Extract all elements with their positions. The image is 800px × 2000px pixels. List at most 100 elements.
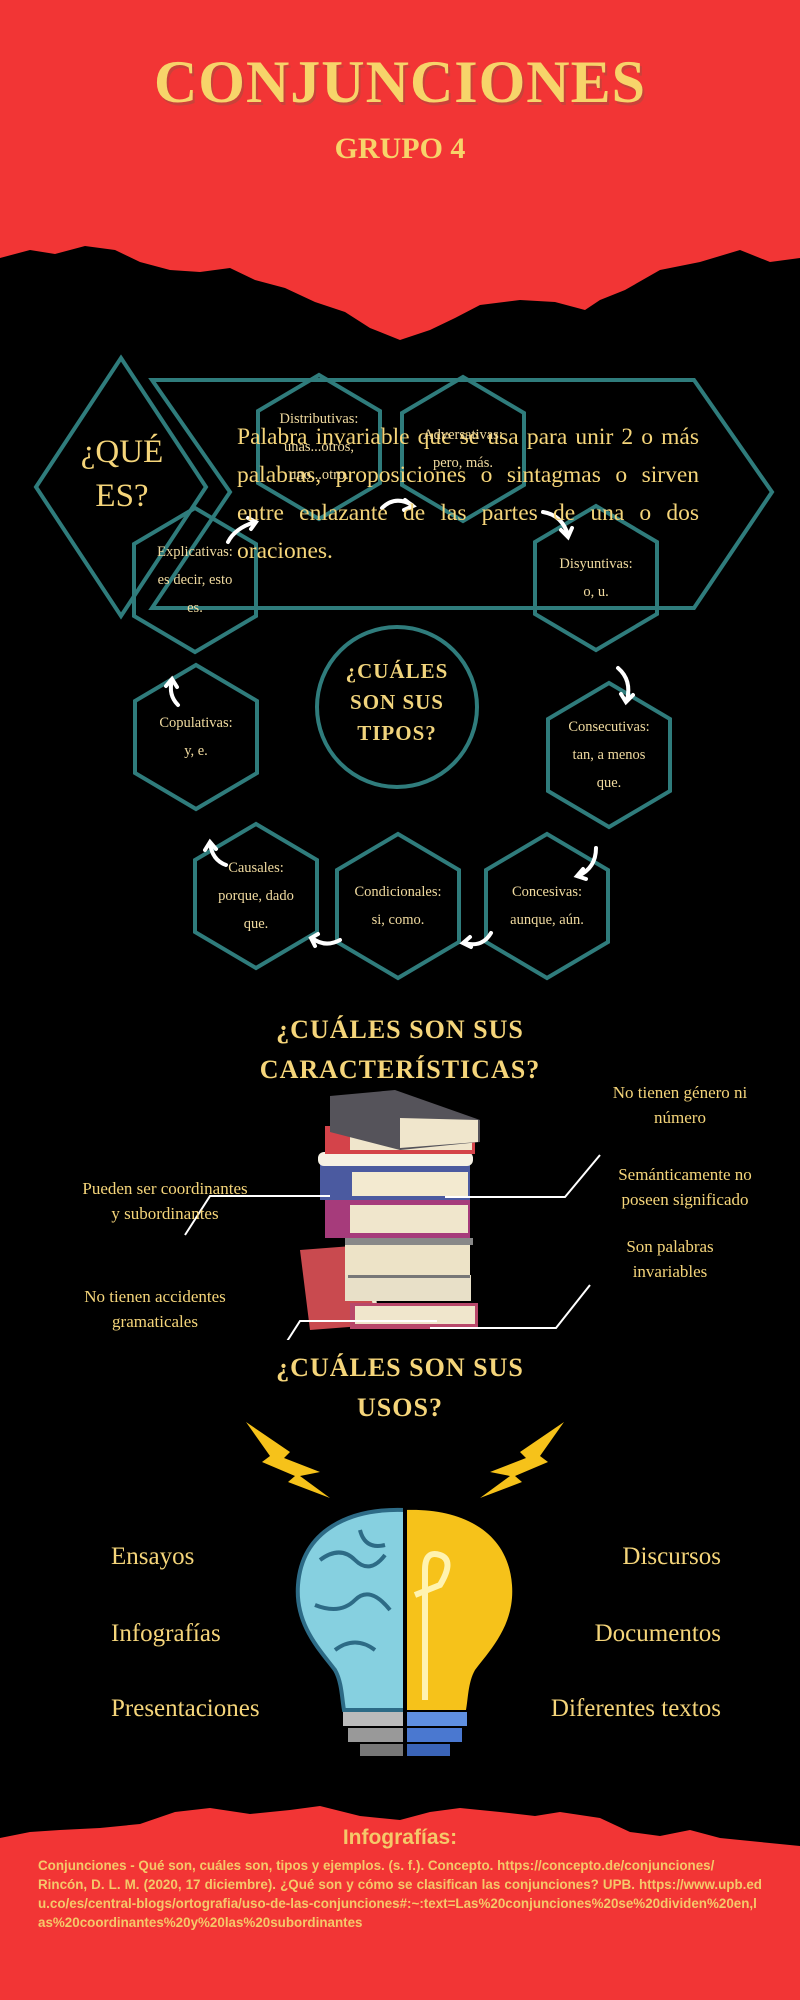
type-hexagon [256,372,382,522]
callout-lines [184,1154,601,1340]
brain-bulb-illustration [246,1422,564,1758]
type-name: Explicativas: [157,544,233,560]
type-text: Concesivas: aunque, aún. [510,878,584,934]
type-item: Copulativas: y, e. [135,667,257,807]
type-name: Consecutivas: [568,719,650,735]
type-example: y, e. [184,743,208,759]
definition-arrow-box [148,378,775,610]
type-item: Concesivas: aunque, aún. [486,836,608,976]
characteristic-line: No tienen accidentes [84,1287,226,1306]
lightning-icon [246,1422,564,1498]
type-example: o, u. [583,584,609,600]
type-example: tan, a menos [572,747,646,763]
references-list: Conjunciones - Qué son, cuáles son, tipo… [38,1856,762,1932]
characteristic-line: poseen significado [621,1190,749,1209]
definition-label: ¿QUÉ ES? [60,430,184,518]
type-item: Consecutivas: tan, a menos que. [548,685,670,825]
characteristic-line: número [654,1108,706,1127]
type-text: Consecutivas: tan, a menos que. [568,713,649,797]
characteristic-line: No tienen género ni [612,1083,748,1102]
header-red-torn-band [0,0,800,340]
type-hexagon [400,374,526,524]
type-example: pero, más. [432,455,493,471]
type-item: Distributivas: unas...otros, uno...otro. [258,377,380,517]
characteristic-item: Pueden ser coordinantes y subordinantes [50,1176,280,1226]
definition-label-line: ES? [95,478,149,514]
characteristic-line: gramaticales [112,1312,198,1331]
books-illustration [184,1090,601,1340]
page-subtitle: GRUPO 4 [334,132,466,165]
type-name: Concesivas: [511,884,583,900]
type-name: Distributivas: [279,411,359,427]
type-hexagon [193,821,319,971]
type-item: Adversativas: pero, más. [402,379,524,519]
type-name: Causales: [228,860,284,876]
use-item: Documentos [594,1620,721,1647]
type-name: Condicionales: [354,884,442,900]
reference-item: Conjunciones - Qué son, cuáles son, tipo… [38,1858,715,1873]
characteristic-line: invariables [632,1262,708,1281]
types-center-label: ¿CUÁLES SON SUS TIPOS? [327,656,467,749]
use-item: Diferentes textos [550,1695,721,1722]
characteristic-line: Semánticamente no [618,1165,752,1184]
use-item: Infografías [111,1620,221,1647]
characteristic-item: No tienen accidentes gramaticales [55,1284,255,1334]
center-line: TIPOS? [357,721,437,745]
type-hexagon [484,831,610,981]
characteristic-line: Son palabras [626,1237,714,1256]
type-example: es decir, esto [157,572,233,588]
books-stack-icon [300,1090,480,1330]
heading-line: ¿CUÁLES SON SUS [276,1353,524,1382]
use-item: Presentaciones [111,1695,260,1722]
bulb-half-icon [405,1509,513,1710]
characteristic-item: Son palabras invariables [570,1234,770,1284]
type-hexagon [335,831,461,981]
center-line: ¿CUÁLES [345,659,449,683]
heading-line: USOS? [357,1393,443,1422]
definition-label-line: ¿QUÉ [80,434,164,470]
use-item: Discursos [622,1543,721,1570]
type-name: Copulativas: [159,715,233,731]
uses-heading: ¿CUÁLES SON SUS USOS? [0,1348,800,1428]
type-text: Copulativas: y, e. [159,709,232,765]
characteristic-line: y subordinantes [111,1204,219,1223]
type-example: aunque, aún. [510,912,584,928]
type-text: Adversativas: pero, más. [423,421,503,477]
type-example: si, como. [371,912,425,928]
type-name: Disyuntivas: [559,556,633,572]
footer-red-torn-band [0,1806,800,2000]
type-example: es. [187,600,203,616]
type-hexagon [133,662,259,812]
type-item: Explicativas: es decir, esto es. [134,510,256,650]
type-example: unas...otros, [283,439,355,455]
type-hexagon [132,505,258,655]
characteristic-item: No tienen género ni número [570,1080,790,1130]
type-example: que. [596,775,622,791]
use-item: Ensayos [111,1543,195,1570]
type-text: Condicionales: si, como. [355,878,442,934]
types-center-circle [315,625,479,789]
type-hexagon [533,503,659,653]
heading-line: CARACTERÍSTICAS? [259,1055,541,1084]
characteristic-item: Semánticamente no poseen significado [580,1162,790,1212]
type-item: Condicionales: si, como. [337,836,459,976]
characteristics-heading: ¿CUÁLES SON SUS CARACTERÍSTICAS? [0,1010,800,1090]
type-example: uno...otro. [289,467,349,483]
page-title: CONJUNCIONES [153,49,647,115]
type-item: Disyuntivas: o, u. [535,508,657,648]
type-text: Explicativas: es decir, esto es. [157,538,233,622]
reference-item: Rincón, D. L. M. (2020, 17 diciembre). ¿… [38,1877,762,1930]
cycle-arrows [164,498,635,949]
definition-text: Palabra invariable que se usa para unir … [237,424,699,564]
type-name: Adversativas: [423,427,503,443]
references-heading: Infografías: [342,1826,458,1849]
type-text: Distributivas: unas...otros, uno...otro. [280,405,359,489]
center-line: SON SUS [350,690,444,714]
question-diamond [33,354,209,620]
type-example: porque, dado [218,888,294,904]
characteristic-line: Pueden ser coordinantes [82,1179,248,1198]
type-example: que. [243,916,269,932]
type-item: Causales: porque, dado que. [195,826,317,966]
heading-line: ¿CUÁLES SON SUS [276,1015,524,1044]
